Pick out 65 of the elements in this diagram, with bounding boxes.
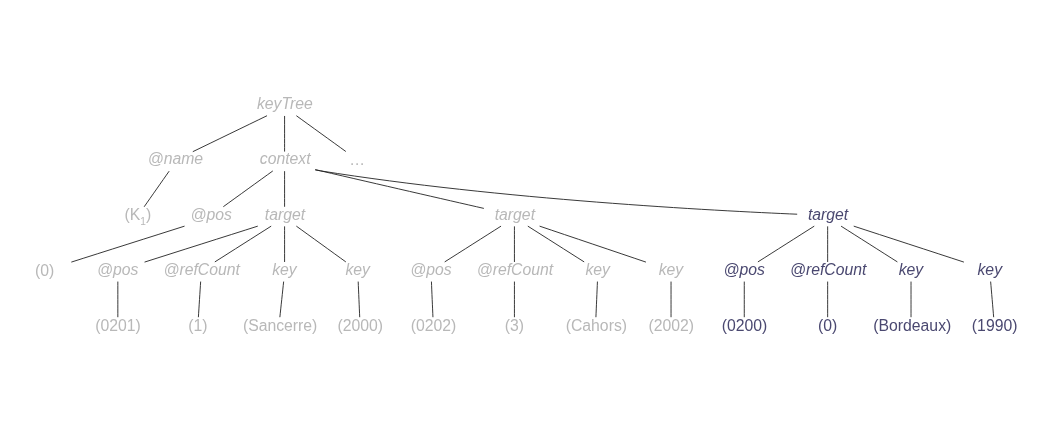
node-text: key — [585, 260, 610, 278]
connector — [357, 280, 361, 318]
node-text: (2000) — [337, 316, 384, 334]
connector — [539, 225, 647, 263]
node-text: (0201) — [95, 316, 141, 334]
node-text: target — [807, 205, 849, 223]
node-text: key — [658, 260, 684, 278]
node-text: key — [345, 260, 370, 278]
connector — [197, 280, 202, 318]
node-text: (Bordeaux) — [873, 316, 952, 334]
connector — [214, 225, 272, 262]
connector — [144, 225, 259, 263]
connector — [431, 280, 434, 318]
node-text: (0) — [818, 316, 838, 334]
connector — [222, 170, 274, 207]
connector — [279, 280, 285, 318]
connector — [284, 115, 286, 152]
node-text: @name — [147, 149, 204, 167]
connector — [192, 114, 268, 152]
connector — [314, 168, 798, 215]
connector — [757, 225, 815, 262]
node-text: (0202) — [410, 316, 457, 334]
connector — [827, 225, 829, 262]
connector — [295, 225, 347, 262]
node-text: keyTree — [256, 94, 313, 112]
node-text: @refCount — [476, 260, 554, 278]
connector — [513, 225, 515, 262]
node-text: context — [259, 149, 311, 167]
node-text: (Cahors) — [565, 316, 628, 334]
node-text: key — [898, 260, 924, 278]
node-text: … — [349, 150, 366, 168]
connector — [853, 225, 965, 263]
node-text: (1) — [188, 316, 208, 334]
node-text: (2002) — [648, 316, 695, 334]
connector — [595, 280, 598, 318]
connector — [117, 280, 119, 318]
node-text: (Sancerre) — [242, 316, 318, 334]
connector — [143, 170, 170, 207]
node-text: key — [977, 260, 1003, 278]
node-text: @refCount — [163, 260, 240, 278]
connector — [743, 280, 745, 318]
node-text: key — [272, 260, 297, 278]
node-text: (0) — [35, 261, 55, 279]
node-text: (K$_{1}$) — [124, 205, 152, 227]
connector — [990, 280, 995, 318]
node-text: (3) — [504, 316, 525, 334]
connector — [295, 114, 347, 152]
node-text: target — [494, 205, 536, 223]
node-text: @refCount — [789, 260, 867, 278]
node-text: (0200) — [721, 316, 768, 334]
connector — [444, 225, 502, 262]
node-text: @pos — [190, 205, 232, 223]
connector — [314, 168, 485, 209]
connector — [827, 280, 829, 318]
node-text: @pos — [96, 260, 139, 278]
node-text: (1990) — [971, 316, 1018, 334]
connector — [284, 225, 286, 262]
connector — [527, 225, 585, 262]
node-text: target — [264, 205, 306, 223]
connector — [284, 170, 286, 207]
connector — [513, 280, 515, 318]
node-text: @pos — [410, 260, 452, 278]
connector — [840, 225, 898, 262]
node-text: @pos — [723, 260, 765, 278]
connector — [70, 225, 185, 263]
